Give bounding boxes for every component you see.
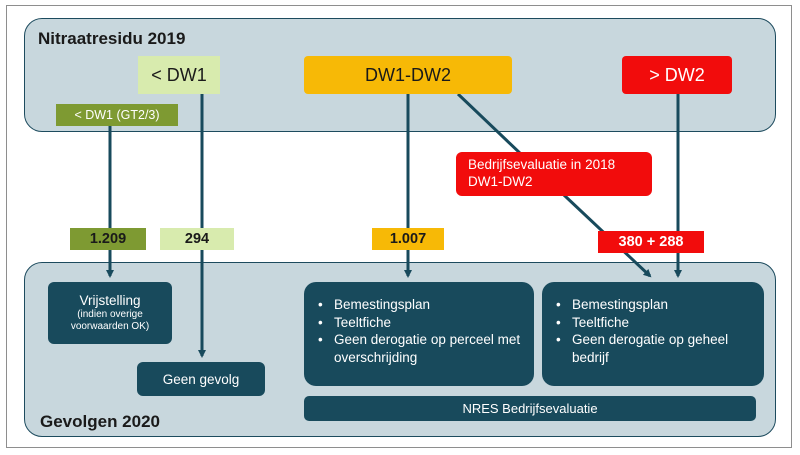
list-item: Geen derogatie op geheel bedrijf bbox=[552, 331, 756, 366]
panel-title-2019: Nitraatresidu 2019 bbox=[38, 29, 186, 48]
category-lt-dw1: < DW1 bbox=[138, 56, 220, 94]
list-item: Teeltfiche bbox=[552, 314, 756, 332]
list-item: Geen derogatie op perceel met overschrij… bbox=[314, 331, 526, 366]
outcome-vrijstelling: Vrijstelling (indien overige voorwaarden… bbox=[48, 282, 172, 344]
vrijstelling-sub2: voorwaarden OK) bbox=[70, 321, 150, 333]
list-item: Teeltfiche bbox=[314, 314, 526, 332]
vrijstelling-sub1: (indien overige bbox=[77, 309, 143, 321]
outcome-list-bedrijf: Bemestingsplan Teeltfiche Geen derogatie… bbox=[542, 282, 764, 386]
bedrijfsevaluatie-line1: Bedrijfsevaluatie in 2018 bbox=[468, 157, 616, 173]
category-lt-dw1-gt2-3: < DW1 (GT2/3) bbox=[56, 104, 178, 126]
count-380-plus-288: 380 + 288 bbox=[598, 231, 704, 253]
vrijstelling-title: Vrijstelling bbox=[79, 292, 141, 308]
panel-title-2020: Gevolgen 2020 bbox=[40, 412, 161, 431]
outcome-list-perceel: Bemestingsplan Teeltfiche Geen derogatie… bbox=[304, 282, 534, 386]
outcome-nres-bedrijfsevaluatie: NRES Bedrijfsevaluatie bbox=[304, 396, 756, 421]
count-1007: 1.007 bbox=[372, 228, 444, 250]
list-item: Bemestingsplan bbox=[314, 296, 526, 314]
category-gt-dw2: > DW2 bbox=[622, 56, 732, 94]
count-294: 294 bbox=[160, 228, 234, 250]
bedrijfsevaluatie-line2: DW1-DW2 bbox=[468, 174, 533, 189]
count-1209: 1.209 bbox=[70, 228, 146, 250]
category-dw1-dw2: DW1-DW2 bbox=[304, 56, 512, 94]
bedrijfsevaluatie-2018-label: Bedrijfsevaluatie in 2018 DW1-DW2 bbox=[456, 152, 652, 196]
outcome-geen-gevolg: Geen gevolg bbox=[137, 362, 265, 396]
list-item: Bemestingsplan bbox=[552, 296, 756, 314]
